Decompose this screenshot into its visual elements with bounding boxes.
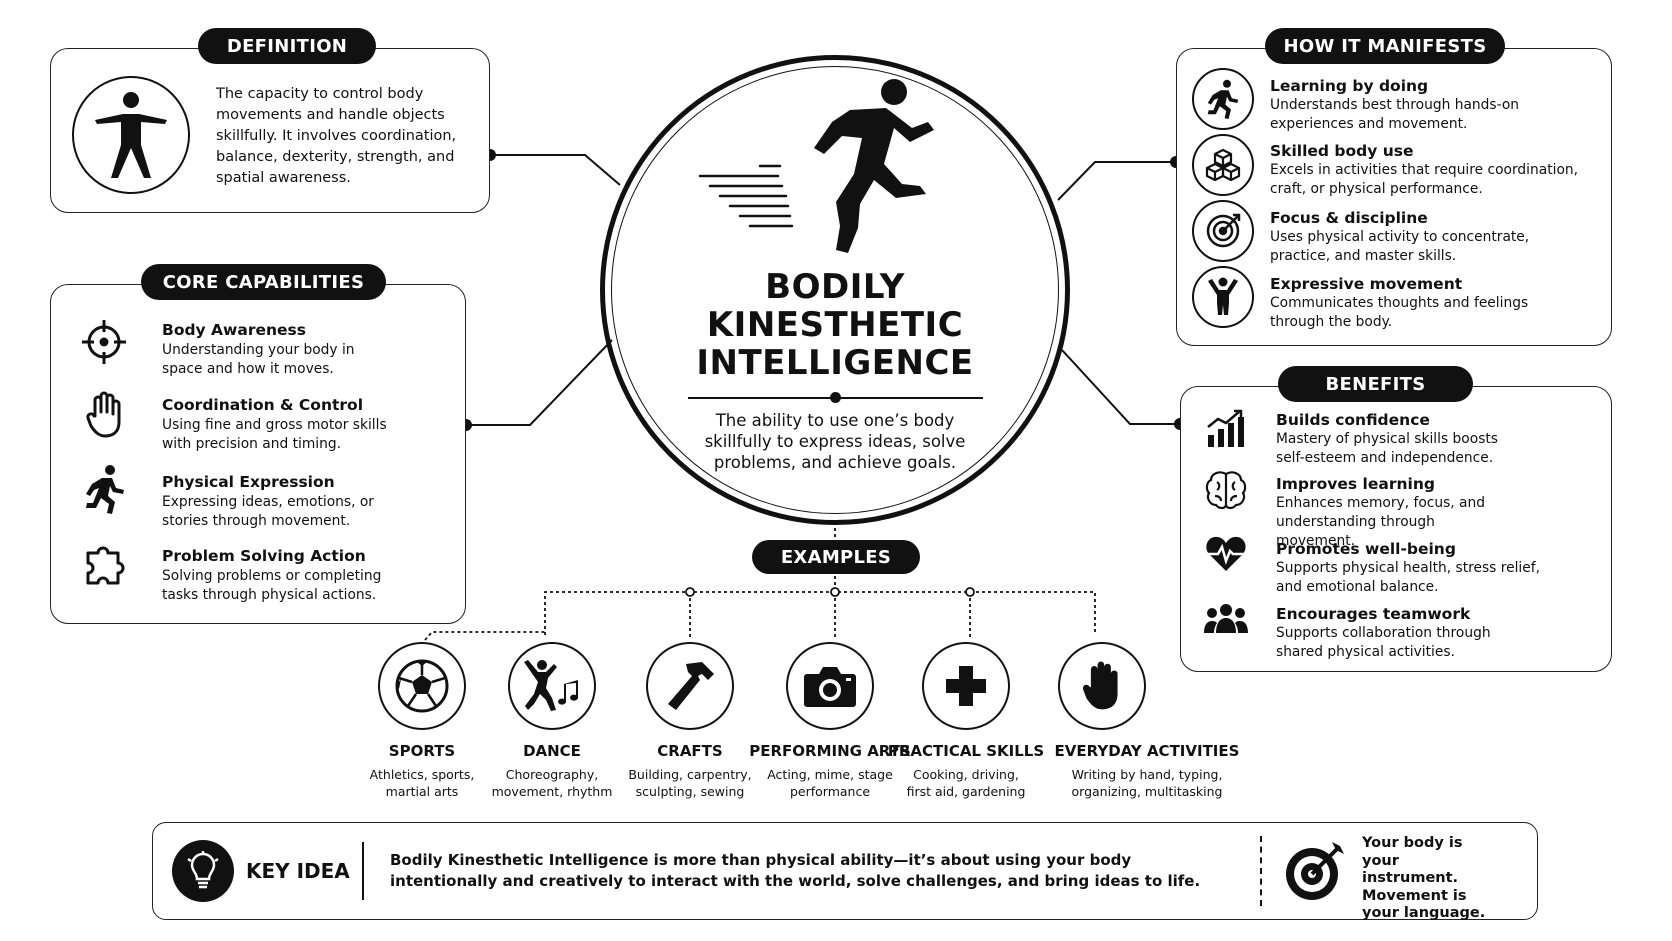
core-item-title: Physical Expression — [162, 473, 335, 491]
manifests-item-title: Expressive movement — [1270, 275, 1463, 293]
benefits-item-title: Builds confidence — [1276, 411, 1430, 429]
camera-icon — [786, 642, 874, 730]
core-item-title: Coordination & Control — [162, 396, 364, 414]
example-desc: Acting, mime, stage performance — [767, 767, 893, 799]
puzzle-icon — [82, 540, 128, 588]
example-title: EVERYDAY ACTIVITIES — [1054, 742, 1240, 760]
key-idea-tagline: Your body is your instrument. Movement i… — [1362, 835, 1486, 921]
hand-icon — [82, 390, 128, 440]
vitruvian-figure-icon — [72, 76, 190, 194]
growth-chart-icon — [1202, 404, 1250, 452]
example-desc: Writing by hand, typing, organizing, mul… — [1071, 767, 1223, 799]
example-title: CRAFTS — [657, 742, 723, 760]
example-desc: Athletics, sports, martial arts — [369, 767, 475, 799]
benefits-heading: BENEFITS — [1278, 366, 1473, 402]
definition-heading: DEFINITION — [198, 28, 376, 64]
main-subtitle: The ability to use one’s body skillfully… — [704, 411, 966, 472]
runner-icon — [82, 463, 128, 515]
dancer-icon — [508, 642, 596, 730]
target-arrow-icon — [1282, 838, 1348, 904]
runner-icon — [1192, 68, 1254, 130]
manifests-item-title: Skilled body use — [1270, 142, 1414, 160]
example-title: PRACTICAL SKILLS — [887, 742, 1045, 760]
manifests-item-desc: Excels in activities that require coordi… — [1270, 162, 1579, 197]
key-idea-text: Bodily Kinesthetic Intelligence is more … — [390, 851, 1201, 890]
example-title: DANCE — [523, 742, 581, 760]
target-icon — [1192, 200, 1254, 262]
benefits-item-title: Encourages teamwork — [1276, 605, 1471, 623]
heartbeat-icon — [1202, 532, 1250, 576]
core-item-desc: Using fine and gross motor skills with p… — [162, 417, 387, 452]
main-title-line: BODILY — [765, 267, 905, 307]
core-item-desc: Expressing ideas, emotions, or stories t… — [162, 494, 374, 529]
key-idea-label: KEY IDEA — [246, 859, 350, 883]
example-desc: Choreography, movement, rhythm — [491, 767, 613, 799]
core-capabilities-heading: CORE CAPABILITIES — [141, 264, 386, 300]
cubes-icon — [1192, 134, 1254, 196]
main-circle — [600, 55, 1070, 525]
benefits-item-desc: Supports collaboration through shared ph… — [1276, 625, 1491, 660]
main-title-line: KINESTHETIC — [706, 305, 964, 345]
core-item-title: Problem Solving Action — [162, 547, 366, 565]
benefits-item-desc: Supports physical health, stress relief,… — [1276, 560, 1540, 595]
person-arms-up-icon — [1192, 266, 1254, 328]
manifests-item-title: Focus & discipline — [1270, 209, 1428, 227]
definition-text: The capacity to control body movements a… — [216, 86, 457, 186]
key-idea-dashed-divider — [1260, 836, 1262, 906]
core-item-desc: Solving problems or completing tasks thr… — [162, 568, 382, 603]
plus-icon — [922, 642, 1010, 730]
example-title: SPORTS — [388, 742, 456, 760]
manifests-item-title: Learning by doing — [1270, 77, 1429, 95]
benefits-item-title: Promotes well-being — [1276, 540, 1456, 558]
example-title: PERFORMING ARTS — [749, 742, 911, 760]
benefits-panel — [1180, 386, 1612, 672]
examples-heading: EXAMPLES — [752, 540, 920, 574]
team-icon — [1202, 598, 1250, 640]
manifests-item-desc: Uses physical activity to concentrate, p… — [1270, 229, 1530, 264]
main-circle-inner-ring — [611, 66, 1059, 514]
hand-icon — [1058, 642, 1146, 730]
manifests-item-desc: Communicates thoughts and feelings throu… — [1270, 295, 1529, 330]
hammer-icon — [646, 642, 734, 730]
manifests-item-desc: Understands best through hands-on experi… — [1270, 97, 1520, 132]
lightbulb-icon — [172, 840, 234, 902]
benefits-item-desc: Mastery of physical skills boosts self-e… — [1276, 431, 1498, 466]
main-title-line: INTELLIGENCE — [696, 343, 974, 383]
core-item-title: Body Awareness — [162, 321, 306, 339]
crosshair-icon — [80, 318, 128, 366]
title-divider-dot — [830, 392, 841, 403]
how-it-manifests-heading: HOW IT MANIFESTS — [1265, 28, 1505, 64]
benefits-item-title: Improves learning — [1276, 475, 1435, 493]
example-desc: Cooking, driving, first aid, gardening — [906, 767, 1026, 799]
sprinter-icon — [690, 78, 950, 258]
soccer-ball-icon — [378, 642, 466, 730]
main-title: BODILY KINESTHETIC INTELLIGENCE — [620, 268, 1050, 382]
benefits-item-desc: Enhances memory, focus, and understandin… — [1276, 495, 1486, 549]
core-item-desc: Understanding your body in space and how… — [162, 342, 355, 377]
example-desc: Building, carpentry, sculpting, sewing — [628, 767, 752, 799]
key-idea-divider — [362, 842, 364, 900]
brain-icon — [1202, 466, 1250, 514]
